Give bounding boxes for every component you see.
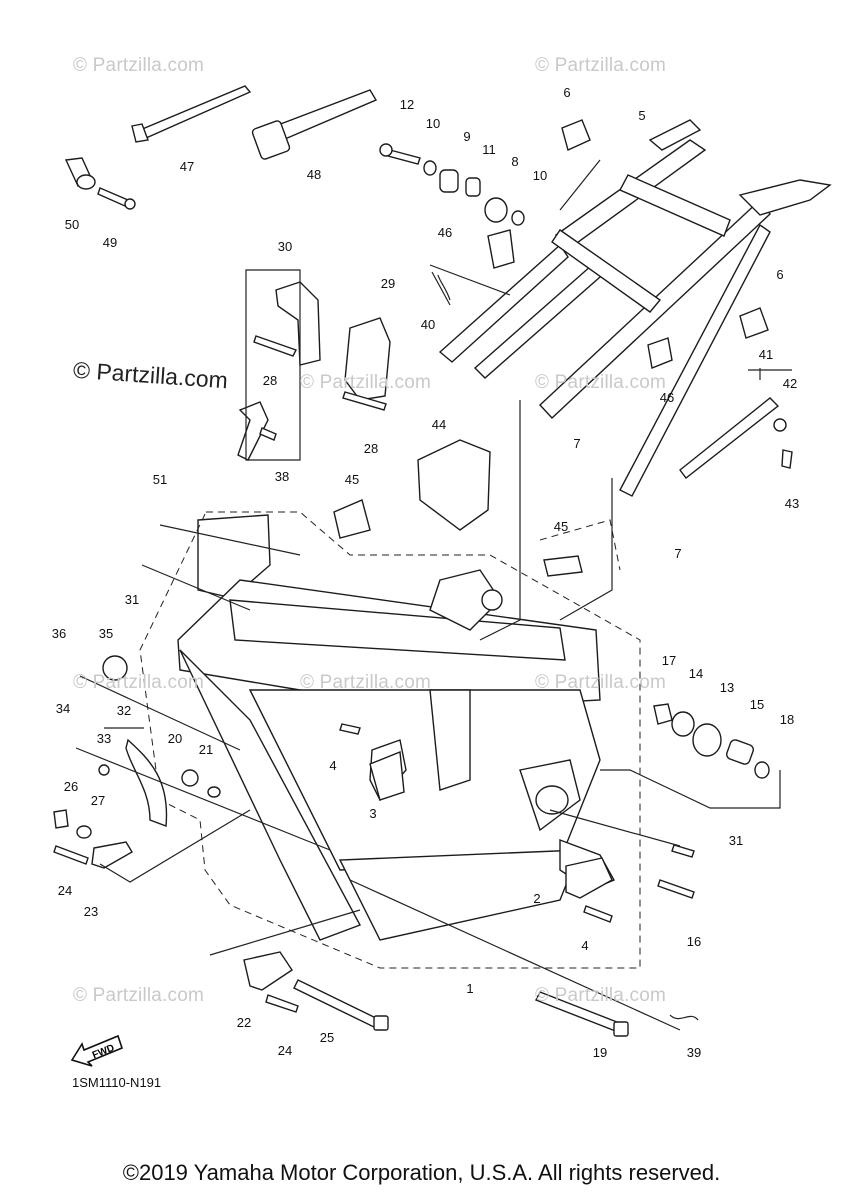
callout-24[interactable]: 24 — [57, 883, 73, 898]
callout-15[interactable]: 15 — [749, 697, 765, 712]
watermark: © Partzilla.com — [300, 672, 432, 693]
callout-7[interactable]: 7 — [573, 436, 581, 451]
callout-5[interactable]: 5 — [638, 108, 646, 123]
watermark: © Partzilla.com — [535, 985, 667, 1006]
watermark: © Partzilla.com — [535, 55, 667, 76]
callout-49[interactable]: 49 — [102, 235, 118, 250]
main-frame[interactable] — [177, 514, 615, 941]
callout-23[interactable]: 23 — [83, 904, 99, 919]
callout-31[interactable]: 31 — [728, 833, 744, 848]
callout-12[interactable]: 12 — [399, 97, 415, 112]
engine-bracket-upper-left[interactable] — [275, 281, 321, 366]
screw[interactable] — [259, 427, 277, 441]
callout-20[interactable]: 20 — [167, 731, 183, 746]
watermark: © Partzilla.com — [535, 672, 667, 693]
watermark: © Partzilla.com — [300, 372, 432, 393]
callout-11[interactable]: 11 — [482, 142, 496, 157]
callout-46[interactable]: 46 — [437, 225, 453, 240]
screw[interactable] — [781, 449, 793, 469]
callout-28[interactable]: 28 — [363, 441, 379, 456]
callout-47[interactable]: 47 — [179, 159, 195, 174]
cable-clamp[interactable] — [543, 555, 583, 577]
label-sticker — [739, 307, 769, 339]
bolt[interactable] — [253, 335, 297, 357]
callout-30[interactable]: 30 — [277, 239, 293, 254]
callout-3[interactable]: 3 — [369, 806, 377, 821]
callout-8[interactable]: 8 — [511, 154, 519, 169]
callout-19[interactable]: 19 — [592, 1045, 608, 1060]
label-sticker — [561, 119, 591, 151]
callout-18[interactable]: 18 — [779, 712, 795, 727]
callout-10[interactable]: 10 — [425, 116, 441, 131]
callout-45[interactable]: 45 — [344, 472, 360, 487]
callout-9[interactable]: 9 — [463, 129, 471, 144]
grommet[interactable] — [773, 418, 787, 432]
pivot-shaft-parts[interactable] — [653, 703, 770, 779]
callout-17[interactable]: 17 — [661, 653, 677, 668]
callout-38[interactable]: 38 — [274, 469, 290, 484]
callout-7[interactable]: 7 — [674, 546, 682, 561]
copyright-notice: ©2019 Yamaha Motor Corporation, U.S.A. A… — [122, 1160, 721, 1185]
callout-39[interactable]: 39 — [686, 1045, 702, 1060]
bottom-brackets-and-bolts[interactable] — [243, 723, 699, 1037]
watermark: © Partzilla.com — [73, 985, 205, 1006]
callout-27[interactable]: 27 — [90, 793, 106, 808]
watermark: © Partzilla.com — [73, 672, 205, 693]
callout-51[interactable]: 51 — [152, 472, 168, 487]
callout-35[interactable]: 35 — [98, 626, 114, 641]
callout-2[interactable]: 2 — [533, 891, 541, 906]
callout-25[interactable]: 25 — [319, 1030, 335, 1045]
left-side-small-parts[interactable] — [53, 655, 221, 869]
callout-6[interactable]: 6 — [776, 267, 784, 282]
callout-41[interactable]: 41 — [758, 347, 774, 362]
callout-31[interactable]: 31 — [124, 592, 140, 607]
callout-44[interactable]: 44 — [431, 417, 447, 432]
callout-10[interactable]: 10 — [532, 168, 548, 183]
watermark: © Partzilla.com — [535, 372, 667, 393]
cable-clamp[interactable] — [333, 499, 371, 539]
callout-26[interactable]: 26 — [63, 779, 79, 794]
callout-50[interactable]: 50 — [64, 217, 80, 232]
callout-33[interactable]: 33 — [96, 731, 112, 746]
callout-16[interactable]: 16 — [686, 934, 702, 949]
bolt[interactable] — [342, 391, 387, 411]
callout-28[interactable]: 28 — [262, 373, 278, 388]
callout-4[interactable]: 4 — [329, 758, 337, 773]
cable-clamp[interactable] — [487, 229, 515, 269]
callout-21[interactable]: 21 — [198, 742, 214, 757]
callout-43[interactable]: 43 — [784, 496, 800, 511]
cable-band[interactable] — [431, 271, 451, 306]
watermark: © Partzilla.com — [73, 55, 205, 76]
callout-6[interactable]: 6 — [563, 85, 571, 100]
callout-48[interactable]: 48 — [306, 167, 322, 182]
diagram-code: 1SM1110-N191 — [72, 1075, 162, 1090]
axle-collar-part[interactable] — [64, 157, 96, 190]
callout-40[interactable]: 40 — [420, 317, 436, 332]
callout-22[interactable]: 22 — [236, 1015, 252, 1030]
pin-part[interactable] — [97, 187, 136, 210]
forward-arrow-icon: FWD — [70, 1034, 123, 1067]
callout-45[interactable]: 45 — [553, 519, 569, 534]
frame-cover[interactable] — [417, 439, 491, 531]
callout-36[interactable]: 36 — [51, 626, 67, 641]
callout-46[interactable]: 46 — [659, 390, 675, 405]
callout-32[interactable]: 32 — [116, 703, 132, 718]
callout-34[interactable]: 34 — [55, 701, 71, 716]
callout-13[interactable]: 13 — [719, 680, 735, 695]
socket-wrench-tool[interactable] — [251, 89, 378, 160]
callout-29[interactable]: 29 — [380, 276, 396, 291]
cable-clamp[interactable] — [647, 337, 673, 369]
rear-subframe[interactable] — [438, 119, 832, 497]
flap-stay[interactable] — [679, 397, 780, 479]
spanner-tool[interactable] — [131, 85, 252, 143]
callout-1[interactable]: 1 — [466, 981, 474, 996]
callout-42[interactable]: 42 — [782, 376, 798, 391]
callout-24[interactable]: 24 — [277, 1043, 293, 1058]
engine-bracket-upper-right[interactable] — [344, 317, 391, 401]
leader-lines — [75, 159, 792, 1031]
callout-14[interactable]: 14 — [688, 666, 704, 681]
callout-4[interactable]: 4 — [581, 938, 589, 953]
rear-bolt-stack[interactable] — [379, 143, 525, 226]
